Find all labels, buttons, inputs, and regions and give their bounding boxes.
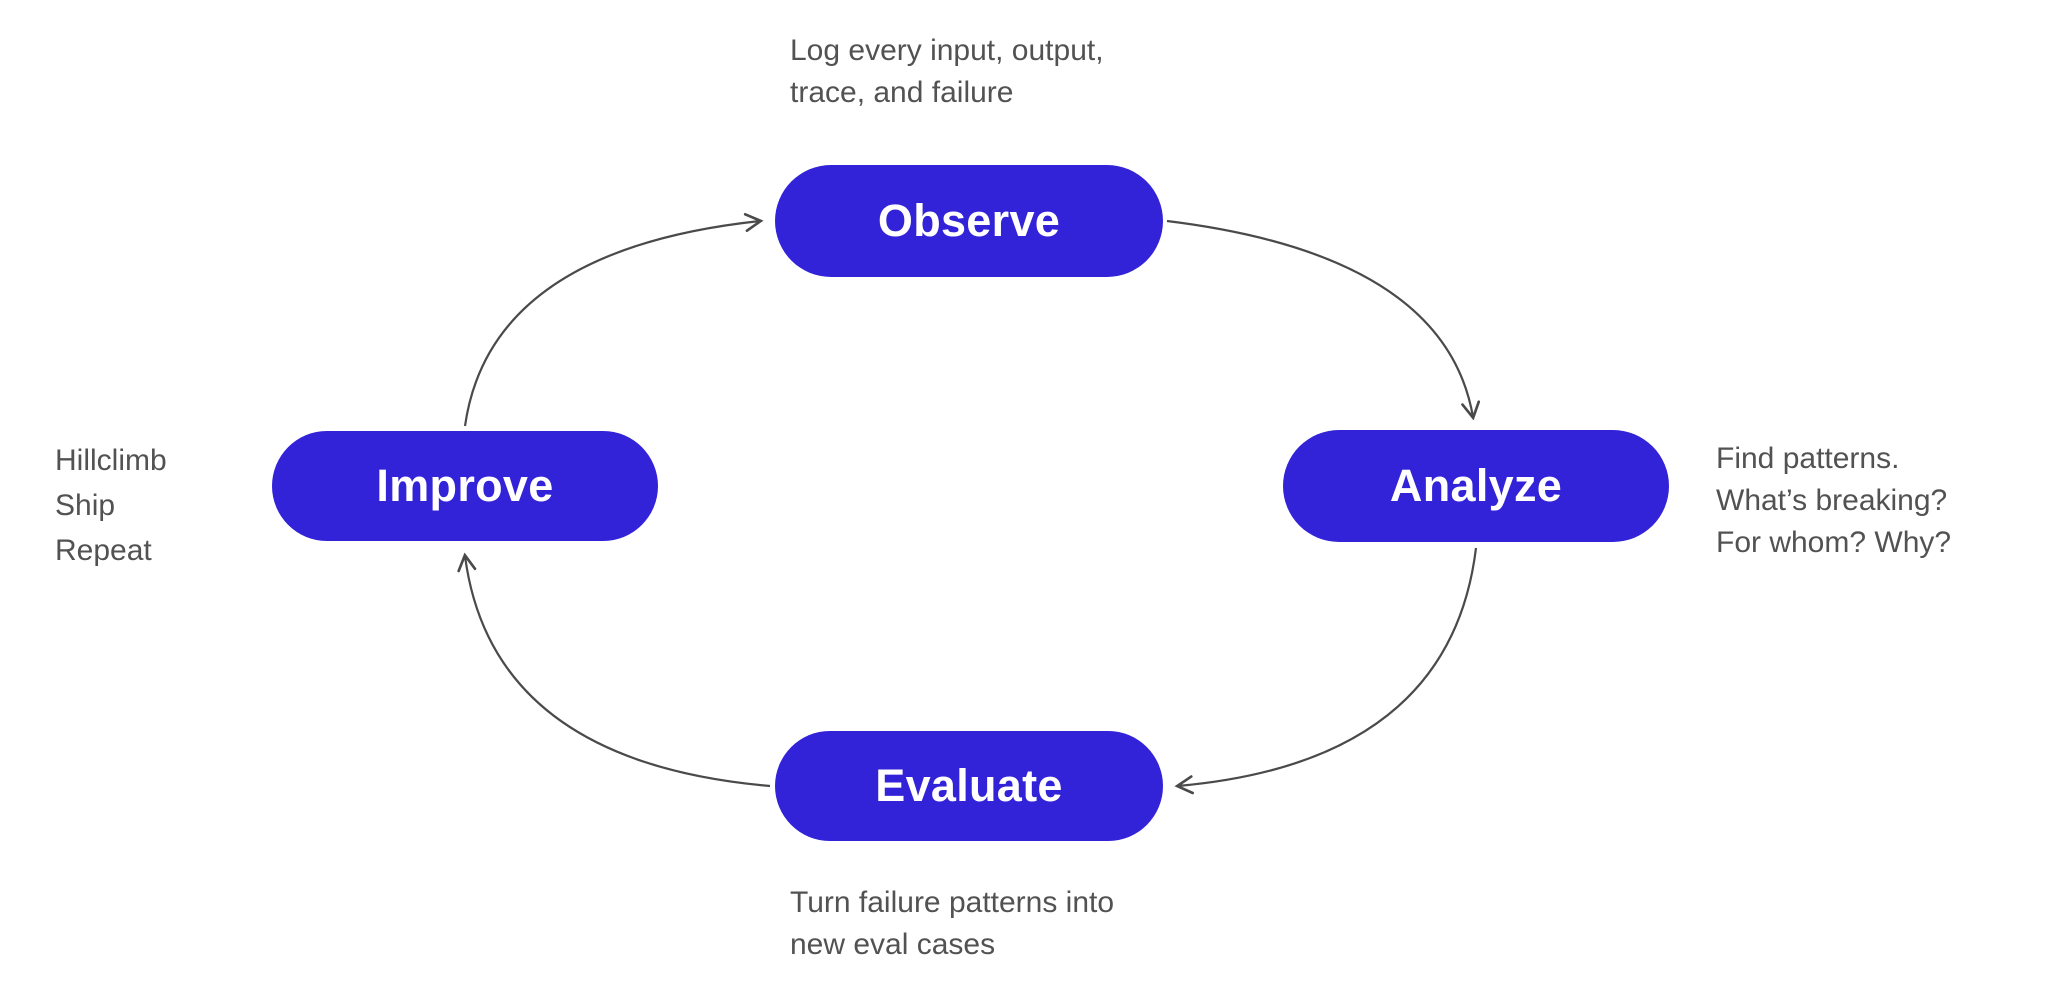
annotation-analyze-line-1: Find patterns. <box>1716 442 1900 475</box>
arrow-observe-to-analyze <box>1166 219 1473 417</box>
arrow-evaluate-to-improve <box>465 556 771 788</box>
annotation-observe: Log every input, output, trace, and fail… <box>790 30 1104 114</box>
annotation-evaluate: Turn failure patterns into new eval case… <box>790 882 1114 966</box>
node-improve-label: Improve <box>376 460 554 511</box>
annotation-analyze-line-2: What’s breaking? <box>1716 484 1948 517</box>
node-evaluate: Evaluate <box>775 731 1163 841</box>
annotation-analyze: Find patterns. What’s breaking? For whom… <box>1716 438 1951 564</box>
node-observe: Observe <box>775 165 1163 277</box>
node-observe-label: Observe <box>877 195 1061 246</box>
annotation-improve-line-1: Hillclimb <box>55 444 167 477</box>
annotation-improve: Hillclimb Ship Repeat <box>55 438 167 573</box>
arrow-analyze-to-evaluate <box>1178 547 1478 786</box>
annotation-observe-line-2: trace, and failure <box>790 76 1014 109</box>
arrow-improve-to-observe <box>463 221 760 427</box>
annotation-analyze-line-3: For whom? Why? <box>1716 526 1952 559</box>
annotation-improve-line-3: Repeat <box>55 534 152 567</box>
annotation-evaluate-line-1: Turn failure patterns into <box>790 886 1115 919</box>
node-improve: Improve <box>272 431 658 541</box>
annotation-evaluate-line-2: new eval cases <box>790 928 996 961</box>
annotation-improve-line-2: Ship <box>55 489 116 522</box>
node-analyze-label: Analyze <box>1389 460 1563 511</box>
node-evaluate-label: Evaluate <box>875 760 1063 811</box>
node-analyze: Analyze <box>1283 430 1669 542</box>
annotation-observe-line-1: Log every input, output, <box>790 34 1104 67</box>
